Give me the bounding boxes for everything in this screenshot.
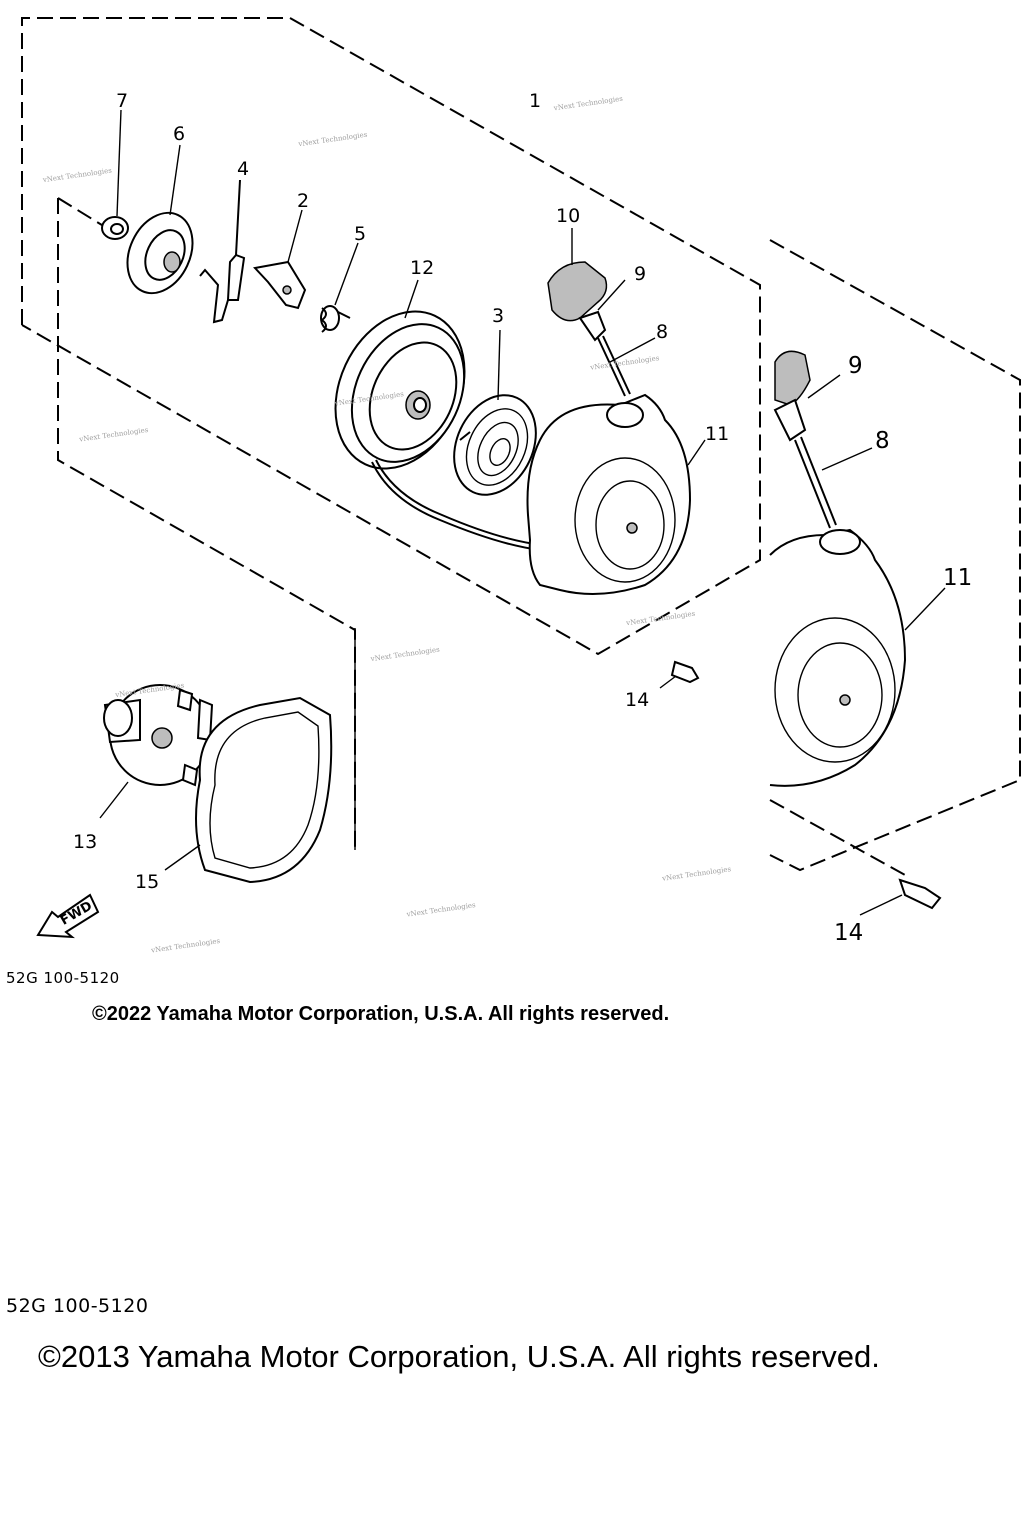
part-pawl (253, 209, 307, 310)
inset-callout-8: 8 (875, 428, 890, 454)
part-cap (126, 144, 194, 295)
callout-15: 15 (135, 871, 159, 893)
part-drive-pulley (99, 684, 214, 819)
watermark: vNext Technologies (661, 865, 732, 883)
watermark: vNext Technologies (589, 354, 660, 372)
part-reel (334, 279, 466, 470)
part-nut (101, 109, 129, 240)
callout-14: 14 (625, 689, 649, 711)
inset-bolt (859, 878, 942, 916)
part-small-spring (320, 242, 359, 333)
callout-11: 11 (705, 423, 729, 445)
callout-7: 7 (116, 90, 128, 112)
part-recoil-spring (453, 329, 537, 496)
part-spring-clip (199, 179, 246, 324)
callout-2: 2 (297, 190, 309, 212)
callout-9: 9 (634, 263, 646, 285)
callout-10: 10 (556, 205, 580, 227)
callout-1: 1 (529, 90, 541, 112)
watermark: vNext Technologies (369, 646, 440, 664)
callout-labels: 1 2 3 4 5 6 7 8 9 10 11 12 13 14 15 8 9 … (73, 90, 972, 946)
copyright-2022: ©2022 Yamaha Motor Corporation, U.S.A. A… (92, 1003, 669, 1025)
watermark: vNext Technologies (552, 95, 623, 113)
copyright-2013: ©2013 Yamaha Motor Corporation, U.S.A. A… (38, 1339, 880, 1374)
callout-5: 5 (354, 223, 366, 245)
inset-boundary (769, 239, 1021, 876)
watermark: vNext Technologies (297, 131, 368, 149)
inset-handle-sleeve (773, 374, 841, 442)
inset-callout-14: 14 (834, 920, 863, 946)
callout-12: 12 (410, 257, 434, 279)
part-gasket (164, 696, 333, 884)
callout-13: 13 (73, 831, 97, 853)
inset-starter-case (769, 528, 946, 787)
part-rope (371, 335, 656, 551)
inset-callout-11: 11 (943, 565, 972, 591)
callout-4: 4 (237, 158, 249, 180)
footer-code: 52G 100-5120 (6, 1295, 148, 1317)
diagram-code: 52G 100-5120 (6, 969, 120, 987)
watermark: vNext Technologies (150, 937, 221, 955)
part-handle-sleeve (578, 279, 626, 342)
watermark: vNext Technologies (78, 426, 149, 444)
assembly-boundary (21, 17, 761, 850)
callout-3: 3 (492, 305, 504, 327)
part-bolt (659, 660, 700, 689)
part-starter-case (526, 393, 706, 595)
part-handle-grip (547, 228, 608, 322)
fwd-arrow: FWD (36, 893, 100, 939)
watermark: vNext Technologies (41, 166, 112, 184)
inset-handle-grip (774, 350, 811, 406)
watermark: vNext Technologies (405, 901, 476, 919)
callout-8: 8 (656, 321, 668, 343)
inset-rope (794, 436, 873, 529)
callout-6: 6 (173, 123, 185, 145)
inset-callout-9: 9 (848, 353, 863, 379)
watermark: vNext Technologies (625, 610, 696, 628)
